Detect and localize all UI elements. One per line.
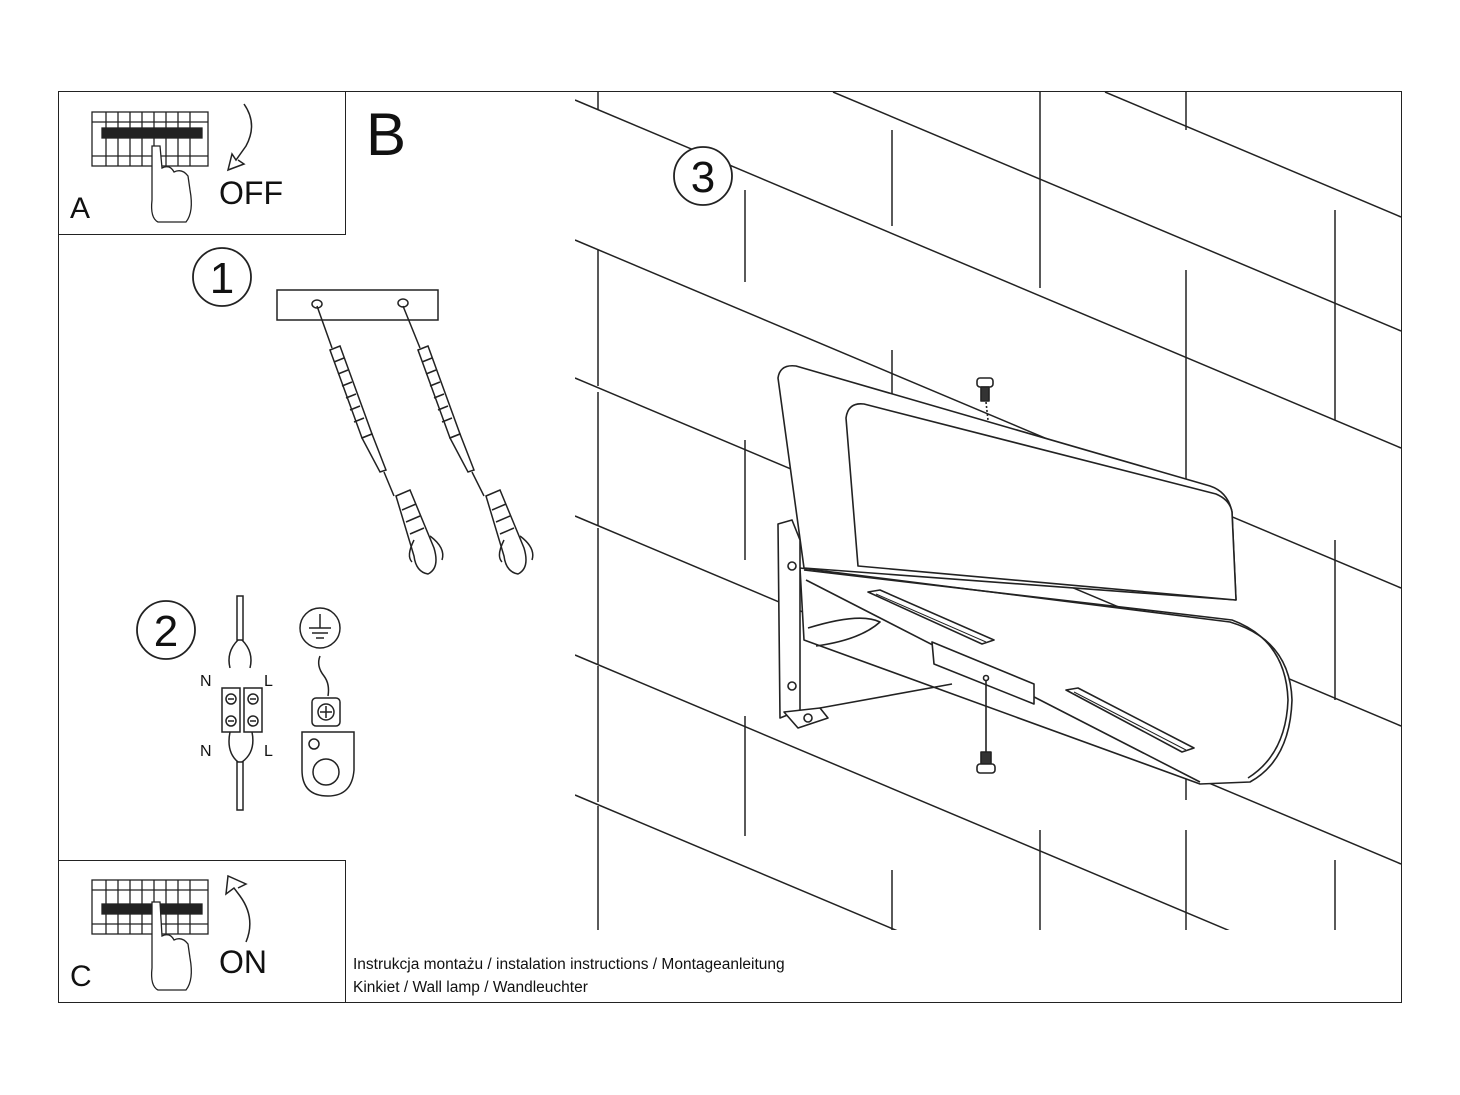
arrow-down-icon	[226, 103, 253, 172]
switch-off-label: OFF	[219, 175, 283, 211]
wall-plug-screw-icon	[276, 289, 534, 575]
caption-product: Kinkiet / Wall lamp / Wandleuchter	[353, 979, 588, 996]
panel-a-letter: A	[70, 192, 91, 225]
mounting-plate	[276, 289, 439, 321]
step-number-badges	[136, 146, 733, 660]
step-2-number: 2	[154, 607, 178, 656]
circuit-breaker-icon	[91, 111, 209, 223]
circuit-breaker-icon	[91, 879, 209, 991]
instruction-sheet-frame	[58, 91, 1402, 1003]
live-label-bottom: L	[264, 743, 273, 760]
step-2-badge	[136, 600, 196, 660]
step-1-badge	[192, 247, 252, 307]
ground-symbol-icon	[299, 607, 341, 649]
step-3-number: 3	[691, 153, 715, 202]
live-label-top: L	[264, 673, 273, 690]
step-1-number: 1	[210, 254, 234, 303]
brick-wall	[575, 92, 1401, 930]
panel-c-letter: C	[70, 960, 92, 993]
arrow-up-icon	[225, 874, 251, 943]
panel-b-letter: B	[366, 101, 407, 168]
neutral-label-top: N	[200, 673, 212, 690]
panel-c-box	[58, 860, 346, 1003]
switch-on-label: ON	[219, 944, 267, 980]
panel-a-box	[58, 91, 346, 235]
wiring-connector-icon	[221, 595, 355, 811]
neutral-label-bottom: N	[200, 743, 212, 760]
wall-lamp-mount-icon	[777, 364, 1293, 785]
caption-instructions: Instrukcja montażu / instalation instruc…	[353, 956, 785, 973]
step-3-badge	[673, 146, 733, 206]
